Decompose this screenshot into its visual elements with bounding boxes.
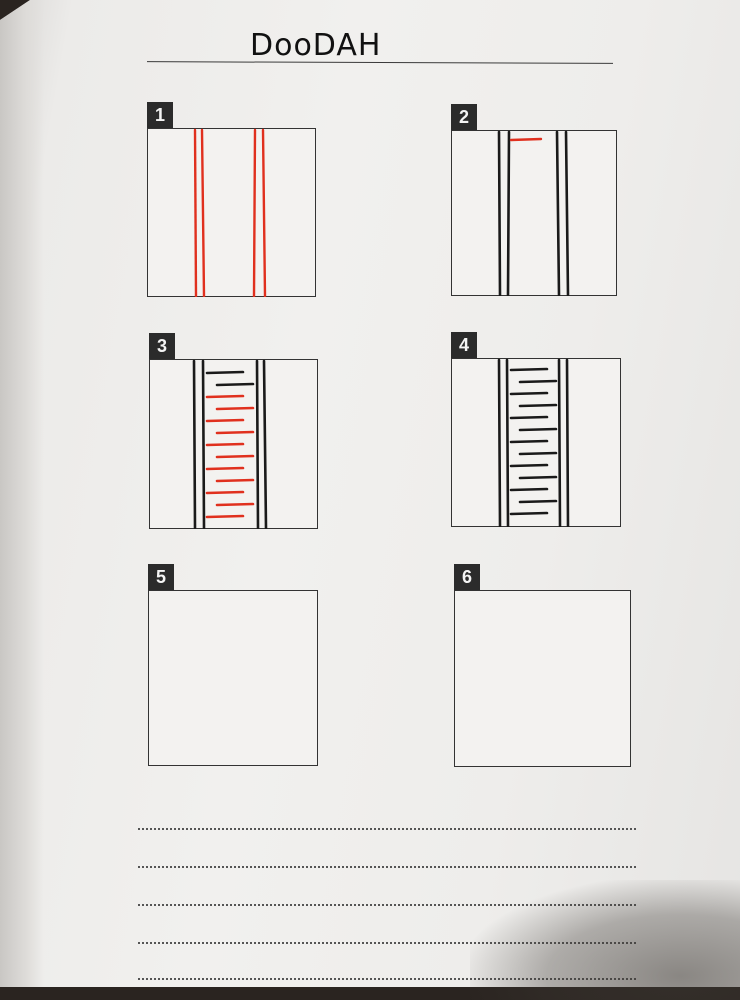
step-1-frame xyxy=(147,128,316,297)
step-number-6: 6 xyxy=(454,564,480,590)
writing-line-1 xyxy=(138,828,636,830)
hand-shadow xyxy=(470,880,740,1000)
step-number-5: 5 xyxy=(148,564,174,590)
step-4: 4 xyxy=(451,332,621,527)
step-3-drawing xyxy=(192,359,268,529)
step-number-1: 1 xyxy=(147,102,173,128)
step-4-drawing xyxy=(497,358,570,527)
previous-page-edge xyxy=(0,0,44,987)
writing-line-4 xyxy=(138,942,636,944)
step-number-2: 2 xyxy=(451,104,477,130)
step-6: 6 xyxy=(454,564,631,767)
step-5: 5 xyxy=(148,564,318,766)
step-2: 2 xyxy=(451,104,617,296)
writing-line-2 xyxy=(138,866,636,868)
step-2-frame xyxy=(451,130,617,296)
step-2-drawing xyxy=(497,130,570,296)
step-3: 3 xyxy=(149,333,318,529)
writing-line-3 xyxy=(138,904,636,906)
step-1: 1 xyxy=(147,102,316,297)
writing-line-5 xyxy=(138,978,636,980)
step-5-frame xyxy=(148,590,318,766)
step-number-3: 3 xyxy=(149,333,175,359)
step-6-frame xyxy=(454,590,631,767)
step-1-drawing xyxy=(193,128,267,297)
worksheet-title: DooDAH xyxy=(250,28,382,63)
step-number-4: 4 xyxy=(451,332,477,358)
